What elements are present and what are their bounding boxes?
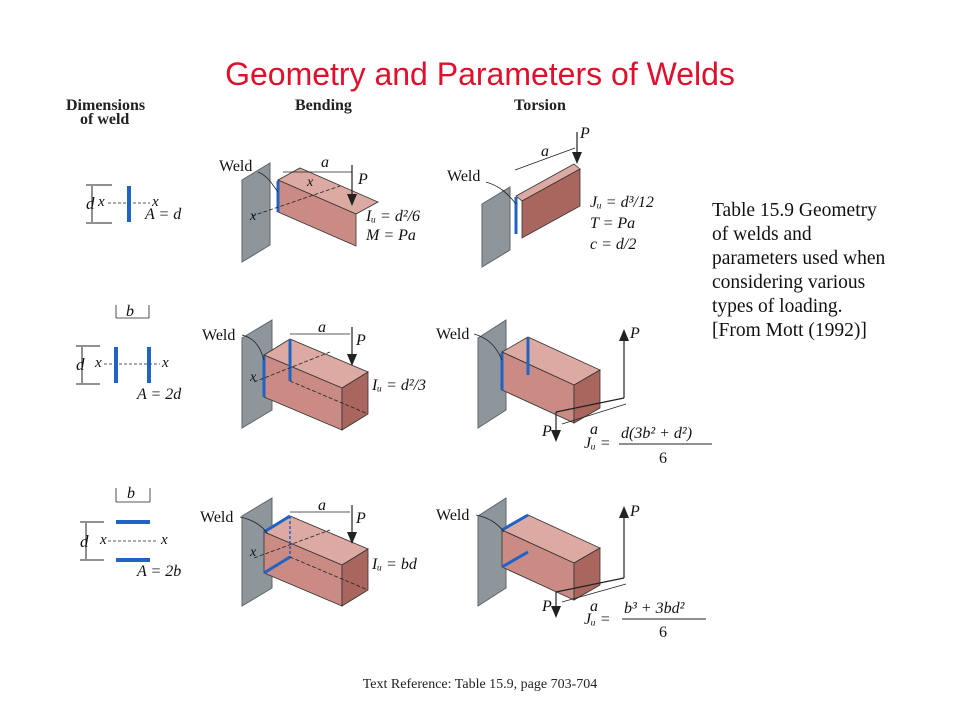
dim-a-label: a [590,598,598,615]
header-dimensions-line1: Dimensions [66,97,146,114]
dim-x-label: x [161,355,169,371]
caption-line: types of loading. [712,296,843,317]
dim-a-label: a [590,421,598,438]
dim-d-label: d [76,355,85,374]
header-dimensions: Dimensions of weld [66,97,146,128]
caption-line: Table 15.9 Geometry [712,200,877,221]
weld-label: Weld [200,509,233,526]
caption-line: considering various [712,272,866,293]
dim-b-label: b [127,485,135,502]
dim-d-label: d [80,532,89,551]
load-p-label: P [579,125,590,142]
area-formula: A = d [144,206,182,223]
area-formula: A = 2d [136,386,182,403]
row2-torsion: Weld P P a Jᵤ = d(3b² + d²) 6 [436,319,712,467]
wall [241,497,273,607]
weld-label: Weld [436,507,469,524]
wall [477,497,507,607]
row2-dimensions: b d x x A = 2d [76,303,182,403]
dim-d-label: d [86,194,95,213]
table-caption: Table 15.9 Geometry of welds and paramet… [712,199,942,343]
dim-a-label: a [541,143,549,160]
weld-line [263,555,291,575]
page-title: Geometry and Parameters of Welds [225,56,735,92]
dim-a-label: a [318,319,326,336]
moment-of-inertia-formula: Iᵤ = d²/3 [371,377,426,394]
axis-x-label: x [249,209,257,224]
load-p-label: P [355,510,366,527]
weld-label: Weld [219,158,252,175]
row2-bending: Weld a P x Iᵤ = d²/3 [202,319,426,431]
axis-x-label: x [306,175,314,190]
caption-line: [From Mott (1992)] [712,320,867,341]
caption-line: parameters used when [712,248,886,269]
dim-a-label: a [321,154,329,171]
dim-x-label: x [160,532,168,548]
caption-line: of welds and [712,224,812,245]
header-dimensions-line2: of weld [80,111,130,128]
wall [481,186,511,268]
dim-x-label: x [151,194,159,210]
torque-formula: T = Pa [590,215,635,232]
polar-moment-denominator: 6 [659,624,667,641]
text-reference-footer: Text Reference: Table 15.9, page 703-704 [362,677,598,692]
weld-label: Weld [202,327,235,344]
row1-dimensions: d x x A = d [86,184,182,224]
member-face [521,168,581,239]
wall [477,319,507,429]
dim-x-label: x [97,194,105,210]
wall [241,319,273,429]
header-torsion: Torsion [514,97,566,114]
polar-moment-formula: Jᵤ = d³/12 [590,194,654,211]
polar-moment-denominator: 6 [659,450,667,467]
row3-dimensions: b d x x A = 2b [80,485,181,580]
weld-label: Weld [447,168,480,185]
polar-moment-lhs: Jᵤ = [584,611,611,628]
load-p-label: P [629,503,640,520]
load-p-label: P [355,332,366,349]
area-formula: A = 2b [136,563,181,580]
axis-x-label: x [249,545,257,560]
row1-bending: Weld a P x x Iᵤ = d²/6 M = Pa [219,154,420,263]
moment-formula: M = Pa [365,227,416,244]
header-bending: Bending [295,97,352,114]
weld-line [501,550,529,569]
row3-torsion: Weld P P a Jᵤ = b³ + 3bd² 6 [436,497,706,641]
load-p-label: P [357,171,368,188]
polar-moment-lhs: Jᵤ = [584,435,611,452]
row1-torsion: Weld a P Jᵤ = d³/12 T = Pa c = d/2 [447,125,654,268]
load-p-label: P [541,423,552,440]
weld-line [263,514,291,534]
polar-moment-numerator: b³ + 3bd² [624,600,686,617]
load-p-label: P [629,325,640,342]
polar-moment-numerator: d(3b² + d²) [621,425,692,442]
dim-x-label: x [94,355,102,371]
load-p-label: P [541,598,552,615]
distance-formula: c = d/2 [590,236,636,253]
dim-b-label: b [126,303,134,320]
wall [241,162,271,263]
moment-of-inertia-formula: Iᵤ = bd [371,556,418,573]
weld-line [501,513,529,532]
dim-x-label: x [99,532,107,548]
row3-bending: Weld a P x Iᵤ = bd [200,497,418,607]
member-side [573,369,601,424]
dim-a-label: a [318,497,326,514]
weld-label: Weld [436,326,469,343]
axis-x-label: x [249,370,257,385]
moment-of-inertia-formula: Iᵤ = d²/6 [365,208,420,225]
